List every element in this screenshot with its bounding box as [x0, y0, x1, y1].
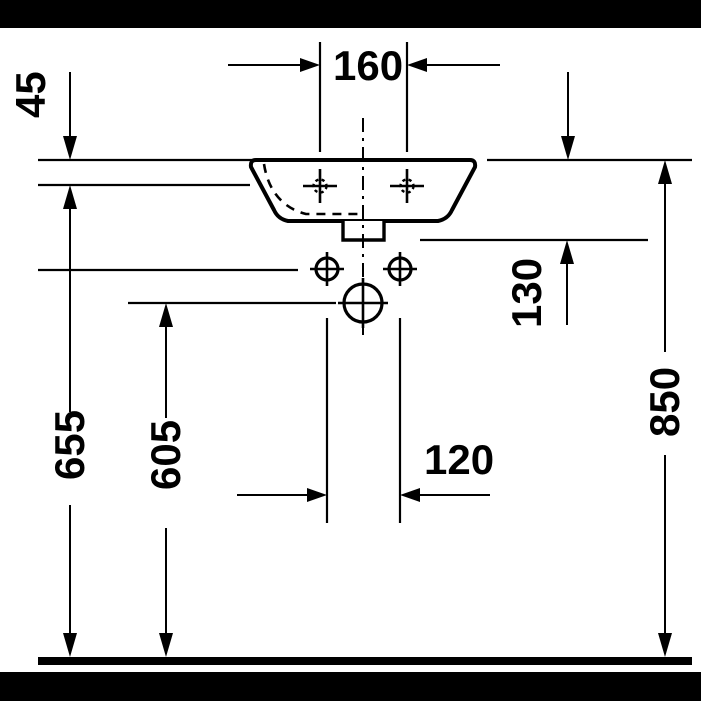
arrow-655-up [63, 185, 77, 209]
dimension-label-130: 130 [503, 258, 550, 328]
dimension-120: 120 [237, 436, 494, 502]
arrow-120-left [307, 488, 327, 502]
dimension-850-top-reference [561, 72, 575, 160]
tap-hole-right [390, 169, 424, 203]
dimension-label-605: 605 [142, 420, 189, 490]
dimension-160: 160 [228, 42, 500, 89]
floor-line [38, 657, 692, 665]
arrow-605-up [159, 303, 173, 327]
arrow-655-down [63, 633, 77, 657]
tap-hole-left [303, 169, 337, 203]
arrow-160-left [300, 58, 320, 72]
basin-outline [248, 158, 478, 223]
arrow-130-up [560, 240, 574, 264]
arrow-850-top-down [561, 136, 575, 160]
dimension-655: 655 [46, 185, 93, 657]
dimension-605: 605 [142, 303, 189, 657]
dimension-45: 45 [7, 71, 77, 160]
arrow-850-down [658, 633, 672, 657]
arrow-45-down [63, 136, 77, 160]
arrow-160-right [407, 58, 427, 72]
arrow-850-up [658, 160, 672, 184]
dimension-label-160: 160 [333, 42, 403, 89]
supply-hole-right [383, 252, 417, 286]
dimension-label-655: 655 [46, 410, 93, 480]
letterbox-bottom [0, 672, 701, 701]
supply-hole-left [310, 252, 344, 286]
letterbox-top [0, 0, 701, 28]
dimension-label-45: 45 [7, 71, 54, 118]
dimension-label-850: 850 [641, 367, 688, 437]
washbasin-cross-section [248, 158, 478, 242]
arrow-120-right [400, 488, 420, 502]
basin-inner-dashed-curve [262, 163, 363, 216]
dimension-label-120: 120 [424, 436, 494, 483]
arrow-605-down [159, 633, 173, 657]
dimension-130: 130 [503, 240, 574, 328]
dimension-850: 850 [641, 160, 688, 657]
